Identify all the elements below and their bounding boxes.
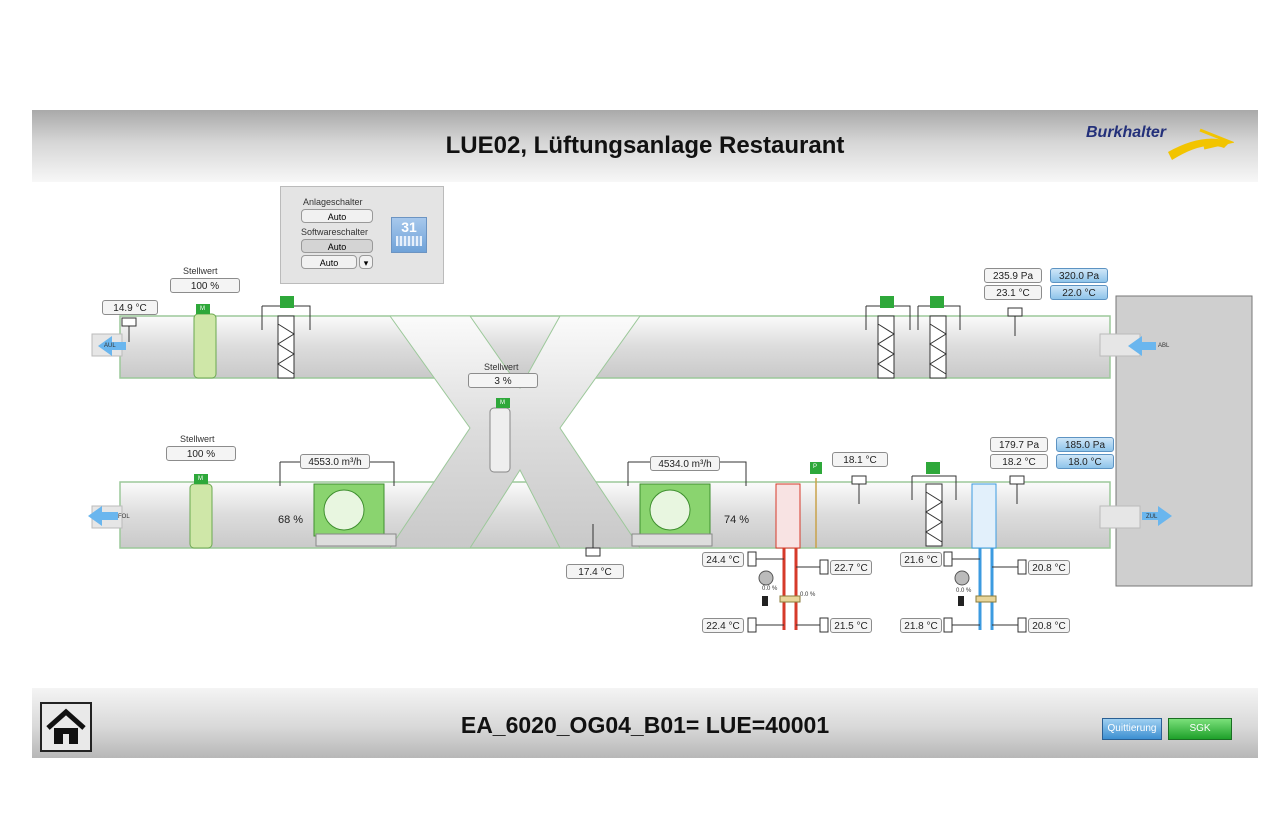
cooler-flow-temp-bottom[interactable]: 21.8 °C (900, 618, 942, 633)
air-in-arrow-right (1128, 336, 1156, 356)
heater-valve-icon (779, 595, 801, 603)
cooler-return-temp-top[interactable]: 20.8 °C (1028, 560, 1070, 575)
sgk-button[interactable]: SGK (1168, 718, 1232, 740)
fan-left (313, 483, 397, 547)
motor-bottom-label: M (198, 476, 203, 482)
fan-left-flow[interactable]: 4553.0 m³/h (300, 454, 370, 469)
exhaust-pressure-setpoint[interactable]: 320.0 Pa (1050, 268, 1108, 283)
air-out-arrow-left (88, 506, 118, 526)
cooler-pump-icon (954, 570, 970, 586)
bypass-damper-label: Stellwert (484, 362, 519, 372)
cooler-valve-pct: 0.0 % (956, 588, 972, 594)
footer-bar: EA_6020_OG04_B01= LUE=40001 Quittierung … (32, 688, 1258, 758)
heater-temp[interactable]: 18.1 °C (832, 452, 888, 467)
cooler-flow-temp-top[interactable]: 21.6 °C (900, 552, 942, 567)
motor-bottom (194, 474, 208, 484)
heater-return-temp-bottom[interactable]: 21.5 °C (830, 618, 872, 633)
logo-text: Burkhalter (1086, 124, 1167, 141)
calendar-day: 31 (401, 219, 417, 235)
pressure-sensor-label: P (813, 464, 818, 470)
supply-pressure-setpoint[interactable]: 185.0 Pa (1056, 437, 1114, 452)
control-panel: Anlageschalter Auto Softwareschalter Aut… (280, 186, 444, 284)
cooling-coil (971, 483, 997, 630)
bottom-damper (189, 483, 213, 549)
status-top-right-1 (880, 296, 894, 308)
software-switch-button[interactable]: Auto (301, 239, 373, 253)
outside-temp[interactable]: 14.9 °C (102, 300, 158, 315)
anlage-switch-label: Anlageschalter (303, 197, 363, 207)
fan-left-percent: 68 % (278, 514, 304, 526)
heater-return-temp-top[interactable]: 22.7 °C (830, 560, 872, 575)
top-damper-value[interactable]: 100 % (170, 278, 240, 293)
fan-right-flow[interactable]: 4534.0 m³/h (650, 456, 720, 471)
filter-top-right-1 (877, 315, 895, 379)
abl-label: ABL (1158, 343, 1170, 349)
air-in-arrow (98, 336, 126, 356)
top-damper-label: Stellwert (183, 266, 218, 276)
page-title: LUE02, Lüftungsanlage Restaurant (445, 132, 845, 159)
crossover-duct (389, 315, 641, 549)
anlage-switch-button[interactable]: Auto (301, 209, 373, 223)
software-switch-label: Softwareschalter (301, 227, 369, 237)
air-out-arrow-right (1142, 506, 1172, 526)
chevron-down-icon[interactable]: ▾ (359, 255, 373, 269)
motor-top (196, 304, 210, 314)
status-top-right-2 (930, 296, 944, 308)
exhaust-pressure[interactable]: 235.9 Pa (984, 268, 1042, 283)
calendar-icon[interactable]: 31 (391, 217, 427, 253)
home-icon (46, 708, 86, 744)
bypass-damper-value[interactable]: 3 % (468, 373, 538, 388)
cooler-valve-icon (975, 595, 997, 603)
outside-air-damper (193, 313, 217, 379)
heater-pump-pct: 0.0 % (800, 592, 816, 598)
heater-flow-temp-bottom[interactable]: 22.4 °C (702, 618, 744, 633)
heater-pump-icon (758, 570, 774, 586)
quit-button[interactable]: Quittierung (1102, 718, 1162, 740)
header-bar: LUE02, Lüftungsanlage Restaurant Burkhal… (32, 110, 1258, 182)
status-bottom-right (926, 462, 940, 474)
status-top-filter (280, 296, 294, 308)
home-button[interactable] (40, 702, 92, 752)
supply-pressure[interactable]: 179.7 Pa (990, 437, 1048, 452)
fan-right (631, 483, 713, 547)
device-id-title: EA_6020_OG04_B01= LUE=40001 (460, 712, 830, 738)
after-heat-recovery-temp[interactable]: 17.4 °C (566, 564, 624, 579)
fan-right-percent: 74 % (724, 514, 750, 526)
bottom-damper-label: Stellwert (180, 434, 215, 444)
exhaust-temp[interactable]: 23.1 °C (984, 285, 1042, 300)
exhaust-temp-setpoint[interactable]: 22.0 °C (1050, 285, 1108, 300)
heating-coil (775, 483, 801, 630)
motor-bypass (496, 398, 510, 408)
cooler-return-temp-bottom[interactable]: 20.8 °C (1028, 618, 1070, 633)
motor-top-label: M (200, 306, 205, 312)
supply-temp-setpoint[interactable]: 18.0 °C (1056, 454, 1114, 469)
supply-temp[interactable]: 18.2 °C (990, 454, 1048, 469)
filter-top-left (277, 315, 295, 379)
filter-top-right-2 (929, 315, 947, 379)
filter-bottom-right (925, 483, 943, 547)
bottom-damper-value[interactable]: 100 % (166, 446, 236, 461)
aul-label: AUL (104, 343, 116, 349)
bypass-damper (489, 407, 511, 473)
brand-logo: Burkhalter (1086, 120, 1236, 170)
pressure-sensor-p (810, 462, 822, 474)
heater-valve-pct: 0.0 % (762, 586, 778, 592)
logo-swoosh-icon (1168, 128, 1234, 160)
zul-label: ZUL (1146, 514, 1158, 520)
motor-bypass-label: M (500, 400, 505, 406)
fol-label: FOL (118, 514, 130, 520)
heater-flow-temp-top[interactable]: 24.4 °C (702, 552, 744, 567)
mode-select[interactable]: Auto (301, 255, 357, 269)
